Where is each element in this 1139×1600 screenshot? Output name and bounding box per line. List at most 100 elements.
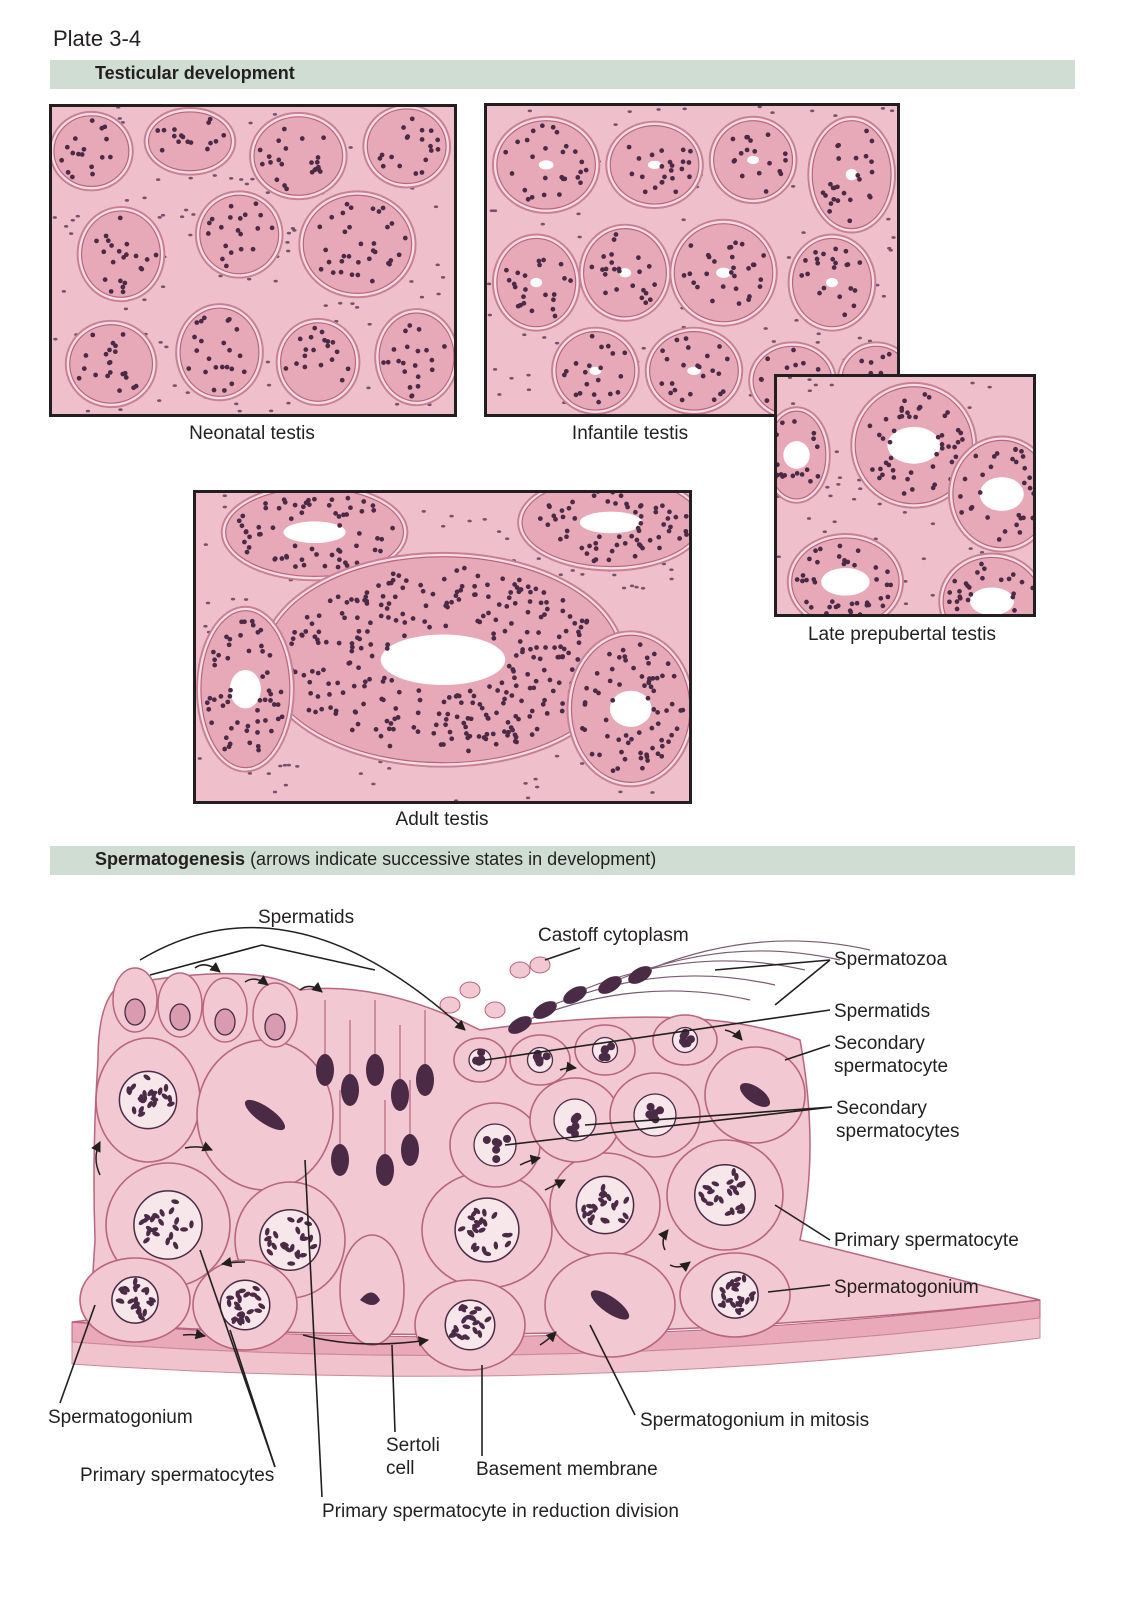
spermatid — [574, 1024, 636, 1076]
spermatozoon — [628, 940, 871, 984]
seminiferous-tubule — [777, 406, 831, 504]
label-spermatogonium-right: Spermatogonium — [834, 1277, 979, 1298]
leader-primary-spermatocyte — [774, 1204, 831, 1241]
tubule-lumen — [283, 521, 346, 544]
development-arrow — [669, 1261, 691, 1273]
seminiferous-tubule — [249, 111, 348, 201]
adult-testis-image — [193, 490, 692, 804]
castoff-cytoplasm-fragment — [509, 961, 531, 979]
neonatal-caption: Neonatal testis — [189, 423, 315, 444]
spermatogenesis-diagram — [59, 926, 1041, 1498]
seminiferous-tubule — [298, 190, 417, 299]
spermatid — [202, 977, 248, 1043]
development-arrow — [559, 1061, 578, 1073]
castoff-cytoplasm-fragment — [484, 1001, 506, 1019]
seminiferous-tubule — [807, 115, 897, 234]
development-arrow — [91, 1141, 101, 1176]
tubule-lumen — [589, 366, 602, 375]
section-header-testicular-development: Testicular development — [50, 60, 1075, 89]
sertoli-cell — [339, 1234, 405, 1346]
primary-spermatocyte — [666, 1139, 784, 1251]
spermatozoon — [508, 990, 751, 1034]
late-prepubertal-testis-image — [774, 374, 1036, 617]
development-arrow — [544, 1179, 566, 1191]
tubule-lumen — [380, 634, 506, 685]
development-arrow — [724, 1029, 743, 1041]
seminiferous-tubule — [948, 435, 1033, 553]
seminiferous-tubule — [708, 115, 798, 205]
nucleus — [133, 1190, 203, 1260]
label-primary-spermatocyte: Primary spermatocyte — [834, 1230, 1019, 1251]
development-arrow — [139, 926, 466, 1031]
spermatid — [509, 1034, 571, 1086]
secondary-spermatocyte — [609, 1072, 701, 1158]
spermatid — [376, 1100, 394, 1186]
leader-spermatids — [149, 944, 263, 976]
development-arrow — [519, 1154, 542, 1166]
tubule-lumen — [747, 155, 760, 165]
spermatid — [652, 1014, 718, 1066]
primary-spermatocyte — [105, 1162, 231, 1288]
development-arrow — [299, 981, 323, 993]
seminiferous-tubule — [786, 533, 905, 614]
section-header-spermatogenesis: Spermatogenesis (arrows indicate success… — [50, 846, 1075, 875]
spermatogonium-in-mitosis — [544, 1252, 676, 1358]
infantile-testis-image — [484, 103, 900, 417]
seminiferous-tubule — [850, 381, 978, 509]
chromosomes — [590, 1290, 630, 1320]
leader-secondary-spermatocytes — [584, 1106, 833, 1126]
development-arrow — [244, 975, 269, 986]
label-spermatids-top: Spermatids — [258, 907, 355, 928]
seminiferous-tubule — [669, 218, 778, 327]
primary-spermatocyte — [549, 1152, 661, 1258]
spermatozoon — [563, 960, 806, 1004]
secondary-spermatocyte — [529, 1077, 621, 1163]
spermatid — [112, 967, 158, 1033]
spermatogonium — [79, 1257, 191, 1343]
seminiferous-tubule — [491, 233, 581, 332]
tubule-lumen — [716, 267, 731, 278]
development-arrow — [182, 1329, 207, 1340]
leader-sertoli-cell — [391, 1344, 396, 1433]
leader-castoff-cytoplasm — [544, 947, 581, 961]
label-basement-membrane: Basement membrane — [476, 1459, 658, 1480]
spermatid — [316, 1000, 334, 1086]
tubule-lumen — [687, 366, 701, 375]
leader-spermatozoa — [714, 959, 831, 971]
tubule-lumen — [887, 426, 941, 464]
neonatal-testis-image — [49, 104, 457, 417]
seminiferous-tubule — [143, 107, 237, 176]
label-primary-spermatocytes: Primary spermatocytes — [80, 1465, 275, 1486]
seminiferous-tubule — [644, 326, 744, 414]
leader-spermatogonium-right — [767, 1284, 831, 1293]
spermatid — [252, 982, 298, 1048]
tubule-lumen — [783, 441, 810, 469]
seminiferous-tubule — [196, 605, 295, 773]
seminiferous-tubule — [220, 493, 409, 582]
seminiferous-tubule — [64, 319, 158, 409]
development-arrow — [194, 961, 221, 973]
seminiferous-tubule — [175, 303, 264, 402]
tubule-lumen — [979, 477, 1024, 511]
seminiferous-tubule — [517, 493, 689, 572]
leader-spermatogonium-in-mitosis — [589, 1324, 636, 1416]
chromosomes — [244, 1099, 286, 1131]
infantile-caption: Infantile testis — [571, 423, 689, 444]
secondary-spermatocyte — [449, 1102, 541, 1188]
leader-spermatids — [261, 944, 376, 971]
spermatid — [416, 1010, 434, 1096]
development-arrow — [657, 1229, 669, 1251]
tubule-lumen — [826, 277, 838, 288]
leader-secondary-spermatocyte — [784, 1044, 831, 1061]
development-arrow — [184, 1141, 213, 1152]
development-arrow — [539, 1331, 557, 1346]
castoff-cytoplasm-fragment — [529, 956, 551, 974]
primary-spermatocyte — [95, 1037, 201, 1163]
primary-spermatocyte-in-reduction-division — [196, 1039, 334, 1191]
seminiferous-tubule — [275, 317, 361, 407]
primary-spermatocyte — [421, 1171, 553, 1289]
label-castoff-cytoplasm: Castoff cytoplasm — [538, 925, 689, 946]
